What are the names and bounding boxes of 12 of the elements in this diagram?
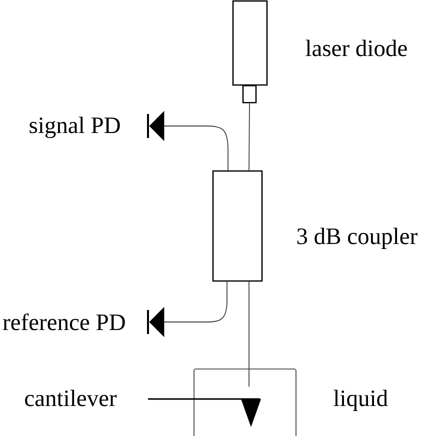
fiber-line: [248, 281, 250, 388]
component-label: laser diode: [306, 40, 407, 56]
fiber-line: [248, 102, 250, 171]
component-label: reference PD: [2, 313, 125, 330]
laser-diode: [232, 0, 268, 104]
component-label: signal PD: [30, 116, 120, 138]
liquid-container: [193, 368, 297, 436]
coupler-box: [212, 170, 263, 282]
component-label: 3 dB coupler: [297, 228, 418, 249]
component-label: cantilever: [25, 390, 117, 406]
component-label: liquid: [334, 390, 388, 411]
arrow: [149, 281, 228, 338]
